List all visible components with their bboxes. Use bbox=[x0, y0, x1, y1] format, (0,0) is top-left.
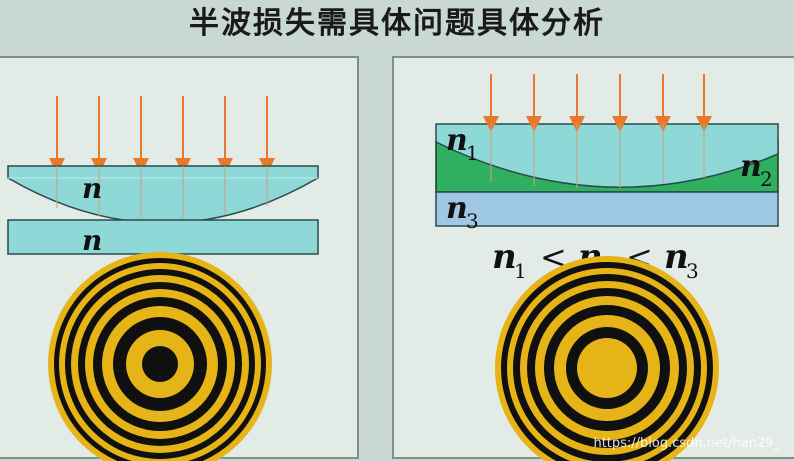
transmitted-rays bbox=[490, 124, 705, 188]
right-panel: n 1 n 2 n 3 n 1 < n 2 < n 3 bbox=[392, 56, 794, 461]
right-diagram: n 1 n 2 n 3 n 1 < n 2 < n 3 bbox=[435, 74, 779, 461]
newton-rings-dark-center bbox=[48, 252, 272, 461]
lens bbox=[435, 123, 779, 188]
glass-plate bbox=[435, 191, 779, 227]
left-panel: n n bbox=[0, 56, 359, 461]
svg-text:2: 2 bbox=[760, 167, 773, 191]
n1-label: n 1 bbox=[446, 123, 479, 165]
svg-text:n: n bbox=[664, 237, 689, 277]
watermark: https://blog.csdn.net/han29_ bbox=[593, 436, 780, 451]
svg-text:n: n bbox=[492, 237, 517, 277]
lens bbox=[7, 165, 319, 224]
svg-text:3: 3 bbox=[466, 209, 479, 233]
n2-label: n 2 bbox=[740, 149, 773, 191]
incident-rays bbox=[483, 74, 712, 132]
svg-text:1: 1 bbox=[466, 141, 479, 165]
left-diagram: n n bbox=[7, 96, 319, 461]
svg-text:n: n bbox=[446, 123, 468, 158]
svg-text:n: n bbox=[446, 191, 468, 226]
lens-index-label: n bbox=[82, 172, 102, 205]
n3-label: n 3 bbox=[446, 191, 479, 233]
glass-plate bbox=[7, 219, 319, 255]
transmitted-rays bbox=[56, 166, 268, 218]
page-title: 半波损失需具体问题具体分析 bbox=[189, 6, 605, 41]
svg-text:3: 3 bbox=[686, 259, 699, 283]
plate-index-label: n bbox=[82, 224, 102, 257]
newton-rings-bright-center bbox=[495, 256, 719, 461]
svg-text:1: 1 bbox=[514, 259, 527, 283]
incident-rays bbox=[49, 96, 275, 174]
svg-text:n: n bbox=[740, 149, 762, 184]
